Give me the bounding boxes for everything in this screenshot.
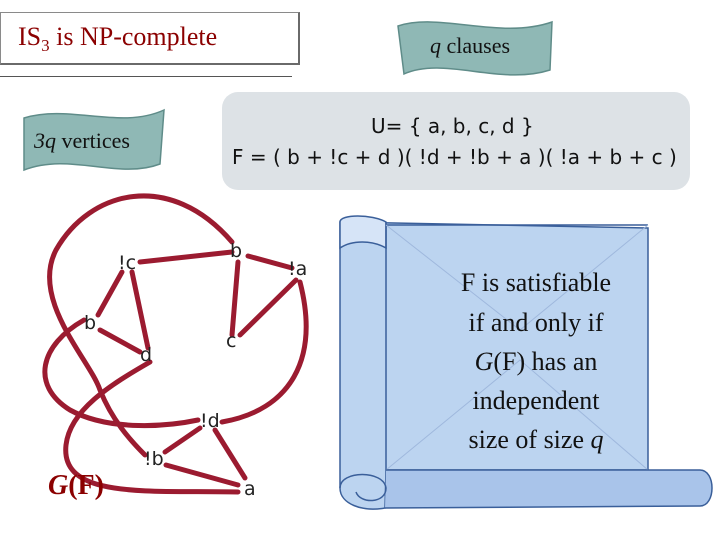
edge-na-nd-loop <box>219 279 309 425</box>
scroll <box>339 215 713 510</box>
node-a: a <box>244 478 256 500</box>
scroll-line-4: independent <box>472 386 600 415</box>
edge-btop-na <box>245 253 295 271</box>
node-d: d <box>140 344 153 366</box>
graph-label: G(F) <box>48 470 104 501</box>
vertices-banner-label: 3q vertices <box>34 128 130 153</box>
node-b-left: b <box>84 312 97 334</box>
slide-title: IS3 is NP-complete <box>18 22 218 56</box>
graph-edges <box>42 193 309 495</box>
node-not-c: !c <box>118 252 137 274</box>
edge-d-a-loop <box>63 359 241 495</box>
edge-nc-d <box>129 269 151 351</box>
edge-bleft-d <box>97 327 143 355</box>
edge-nc-btop <box>137 249 235 265</box>
clauses-banner-label: q clauses <box>430 33 511 58</box>
node-c: c <box>226 330 237 352</box>
edge-btop-c <box>229 259 241 338</box>
scroll-line-3: G(F) has an <box>474 347 598 376</box>
edge-nb-a <box>163 462 241 488</box>
edge-nd-a <box>212 427 248 481</box>
scroll-line-5: size of size q <box>468 425 604 454</box>
node-not-d: !d <box>200 410 220 432</box>
title-box <box>0 12 300 65</box>
node-b-top: b <box>230 240 243 262</box>
edge-bleft-nd-loop <box>42 317 201 428</box>
title-underline <box>0 76 292 77</box>
edge-nc-bleft <box>95 269 125 318</box>
clauses-banner <box>397 20 553 76</box>
edge-nd-nb <box>162 425 203 455</box>
scroll-line-1: F is satisfiable <box>460 268 612 297</box>
edge-na-c <box>237 277 299 338</box>
vertices-banner <box>23 108 165 172</box>
formula-cnf: F = ( b + !c + d )( !d + !b + a )( !a + … <box>232 145 677 169</box>
edge-btop-nb-loop <box>47 193 235 458</box>
node-not-b: !b <box>144 448 164 470</box>
formula-universe: U= { a, b, c, d } <box>371 114 534 138</box>
formula-box <box>222 92 690 190</box>
scroll-line-2: if and only if <box>468 308 604 337</box>
node-not-a: !a <box>288 258 308 280</box>
